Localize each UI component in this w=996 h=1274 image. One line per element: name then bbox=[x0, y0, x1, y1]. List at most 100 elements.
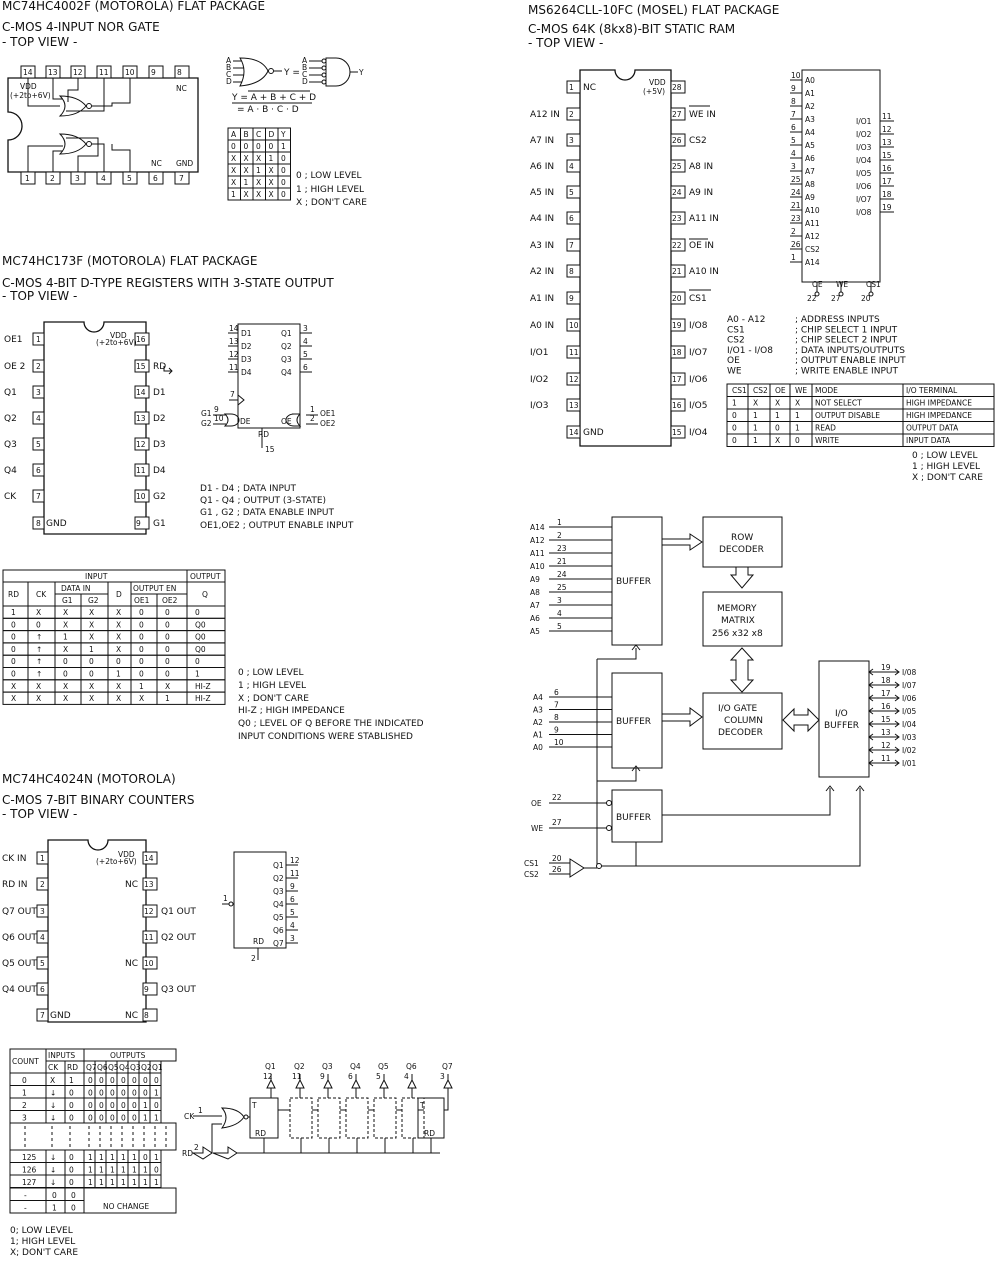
section-4002: MC74HC4002F (MOTOROLA) FLAT PACKAGE C-MO… bbox=[2, 0, 367, 208]
table-cell: X bbox=[775, 399, 780, 408]
svg-text:BUFFER: BUFFER bbox=[824, 721, 859, 731]
cell-border bbox=[27, 617, 56, 632]
pin-label: I/O8 bbox=[856, 208, 872, 217]
pin-number: 5 bbox=[569, 188, 574, 197]
cell-border bbox=[64, 1174, 85, 1188]
pin-number: 6 bbox=[290, 895, 295, 904]
signal-label: A12 bbox=[530, 536, 545, 545]
pin-box bbox=[32, 359, 45, 373]
pin-box bbox=[566, 185, 581, 199]
truth-cell: X bbox=[244, 154, 249, 163]
signal-label: CS2 bbox=[524, 870, 539, 879]
table-cell: 1 bbox=[195, 670, 200, 679]
io-gate-column-decoder bbox=[702, 692, 783, 750]
table-header: Q6 bbox=[97, 1063, 108, 1072]
svg-text:D1 - D4 ; DATA INPUT: D1 - D4 ; DATA INPUT bbox=[200, 484, 296, 494]
pin-label: A0 IN bbox=[530, 321, 554, 331]
table-cell: 0 bbox=[11, 670, 16, 679]
pin-number: 14 bbox=[229, 324, 239, 333]
pin-box bbox=[174, 65, 190, 79]
pin-number: 12 bbox=[136, 440, 146, 449]
wire bbox=[689, 105, 711, 291]
io-arrow bbox=[868, 720, 900, 728]
table-cell: 0 bbox=[88, 1089, 93, 1098]
cell-border bbox=[726, 433, 749, 447]
pin-box bbox=[142, 851, 158, 865]
cell-border bbox=[80, 654, 109, 669]
table-cell: X bbox=[775, 436, 780, 445]
legend-4024: 0; LOW LEVEL 1; HIGH LEVEL X; DON'T CARE bbox=[10, 1226, 78, 1258]
pin-number: 10 bbox=[554, 738, 564, 747]
wire bbox=[266, 1074, 276, 1098]
pin-label: A4 IN bbox=[530, 214, 554, 224]
pin-number: 18 bbox=[882, 190, 892, 199]
io-arrow bbox=[868, 694, 900, 702]
cell-border bbox=[9, 1122, 177, 1151]
pin-box bbox=[670, 133, 686, 147]
table-cell: 0 bbox=[63, 670, 68, 679]
pin-number: 13 bbox=[881, 728, 891, 737]
signal-label: CS1 bbox=[524, 859, 539, 868]
table-header: CS2 bbox=[753, 386, 768, 395]
table-cell: 0 bbox=[110, 1114, 115, 1123]
table-cell: OUTPUT DISABLE bbox=[815, 411, 880, 420]
table-header: RD bbox=[67, 1063, 78, 1072]
pin-number: 12 bbox=[144, 907, 154, 916]
table-cell: 1 bbox=[88, 1166, 93, 1175]
cell-border bbox=[9, 1072, 47, 1086]
table-cell: 1 bbox=[139, 682, 144, 691]
svg-text:OE1: OE1 bbox=[320, 409, 336, 418]
pin-box bbox=[134, 437, 150, 451]
pin-label: Q3 bbox=[4, 440, 17, 450]
pin-number: 9 bbox=[136, 519, 141, 528]
truth-cell: 1 bbox=[256, 166, 261, 175]
table-cell: 0 bbox=[99, 1101, 104, 1110]
q-label: Q1 bbox=[265, 1062, 276, 1071]
table-cell: 0 bbox=[165, 657, 170, 666]
cell-border bbox=[789, 408, 813, 422]
table-cell: ↓ bbox=[50, 1153, 56, 1162]
table-cell: 0 bbox=[165, 608, 170, 617]
pin-number: 2 bbox=[557, 531, 562, 540]
pin-label: I/O1 bbox=[856, 117, 872, 126]
truth-cell: 1 bbox=[231, 190, 236, 199]
pin-number: 12 bbox=[73, 68, 83, 77]
table-cell: 1 bbox=[22, 1089, 27, 1098]
pin-label: GND bbox=[583, 428, 604, 438]
pin-box bbox=[142, 904, 158, 918]
signal-label: A1 bbox=[533, 731, 543, 740]
pin-label: A9 bbox=[805, 193, 815, 202]
pin-number: 2 bbox=[36, 362, 41, 371]
table-header: D bbox=[116, 590, 122, 599]
pin-number: 14 bbox=[136, 388, 146, 397]
pin-label: I/O5 bbox=[689, 401, 708, 411]
table-cell: 0 bbox=[11, 645, 16, 654]
table-header: MODE bbox=[815, 386, 838, 395]
pin-number: 5 bbox=[290, 908, 295, 917]
pin-number: 5 bbox=[557, 622, 562, 631]
nor-gate-upper bbox=[27, 78, 131, 117]
pin-box bbox=[134, 463, 150, 477]
cell-border bbox=[130, 679, 158, 693]
pin-box bbox=[36, 904, 49, 918]
table-cell: READ bbox=[815, 424, 836, 433]
pin-number: 13 bbox=[229, 337, 239, 346]
table-cell: X bbox=[795, 399, 800, 408]
pin-number: 5 bbox=[40, 959, 45, 968]
section-4024: MC74HC4024N (MOTOROLA) C-MOS 7-BIT BINAR… bbox=[2, 772, 453, 1258]
pin-label: VDD bbox=[118, 850, 135, 859]
pin-number: 13 bbox=[882, 138, 892, 147]
table-cell: 1 bbox=[143, 1178, 148, 1187]
cell-border bbox=[747, 396, 771, 410]
title-4024: MC74HC4024N (MOTOROLA) bbox=[2, 772, 176, 786]
table-cell: 0 bbox=[143, 1076, 148, 1085]
cell-border bbox=[130, 630, 158, 644]
pin-number: 4 bbox=[569, 162, 574, 171]
svg-text:256 x32 x8: 256 x32 x8 bbox=[712, 629, 763, 639]
pin-number: 6 bbox=[791, 123, 796, 132]
pin-desc-text: ; CHIP SELECT 2 INPUT bbox=[795, 336, 898, 346]
view-4024: - TOP VIEW - bbox=[2, 807, 77, 821]
pin-number: 27 bbox=[831, 294, 841, 303]
